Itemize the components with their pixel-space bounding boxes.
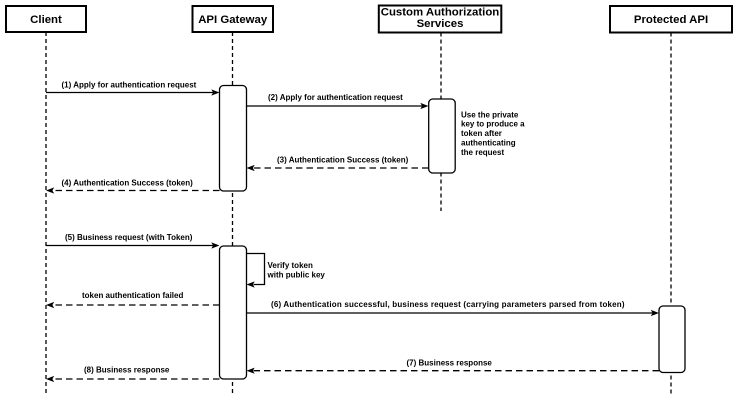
svg-text:token after: token after <box>461 129 502 138</box>
svg-text:(2) Apply for authentication r: (2) Apply for authentication request <box>268 93 403 102</box>
svg-text:(5) Business request (with Tok: (5) Business request (with Token) <box>65 233 193 242</box>
svg-text:Client: Client <box>30 14 62 26</box>
svg-text:Protected API: Protected API <box>634 14 708 26</box>
svg-text:Services: Services <box>417 18 464 30</box>
svg-text:(8) Business response: (8) Business response <box>84 365 170 374</box>
svg-text:key to produce a: key to produce a <box>461 120 525 129</box>
svg-text:(3) Authentication Success (to: (3) Authentication Success (token) <box>277 155 409 164</box>
svg-text:(1) Apply for authentication r: (1) Apply for authentication request <box>62 80 197 89</box>
svg-text:(6) Authentication successful,: (6) Authentication successful, business … <box>271 300 625 309</box>
svg-text:the request: the request <box>461 148 504 157</box>
svg-text:(4) Authentication Success (to: (4) Authentication Success (token) <box>62 179 194 188</box>
svg-text:authenticating: authenticating <box>461 139 516 148</box>
svg-text:Custom Authorization: Custom Authorization <box>381 7 500 19</box>
svg-text:(7) Business response: (7) Business response <box>407 358 493 367</box>
svg-text:API Gateway: API Gateway <box>198 14 268 26</box>
svg-text:token authentication failed: token authentication failed <box>82 291 183 300</box>
svg-text:Verify token: Verify token <box>268 261 313 270</box>
svg-text:with public key: with public key <box>267 271 326 280</box>
svg-text:Use the private: Use the private <box>461 110 519 119</box>
